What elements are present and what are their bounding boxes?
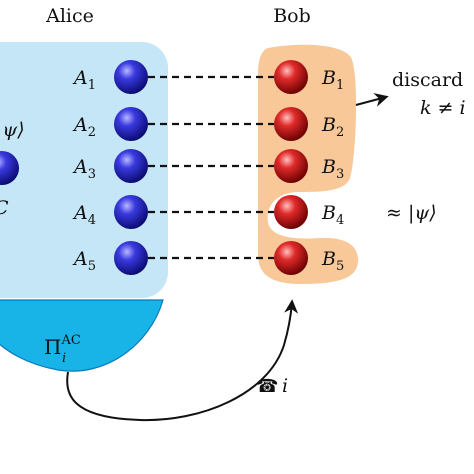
left-state-label: C	[0, 197, 9, 219]
left-sphere	[0, 151, 19, 185]
alice-region	[0, 42, 168, 298]
alice-sphere-1	[114, 60, 148, 94]
classical-communication-arrow	[66, 299, 299, 422]
bob-label-3: B3	[321, 156, 344, 182]
bob-label-4: B4	[321, 202, 344, 228]
alice-label-4: A4	[72, 202, 96, 228]
discard-label: discard	[392, 69, 463, 91]
alice-label-2: A2	[72, 114, 96, 140]
measurement-region	[0, 299, 164, 372]
entanglement-links	[148, 75, 274, 260]
discard-arrow	[355, 93, 389, 107]
alice-sphere-2	[114, 107, 148, 141]
left-state-ket: |ψ⟩	[0, 119, 25, 141]
alice-label-1: A1	[72, 67, 96, 93]
bob-label-2: B2	[321, 114, 344, 140]
alice-spheres	[114, 60, 148, 275]
alice-label-5: A5	[72, 248, 96, 274]
bob-title: Bob	[273, 5, 311, 27]
phone-icon: ☎	[256, 376, 278, 397]
phone-index: i	[282, 375, 288, 397]
bob-label-5: B5	[321, 248, 344, 274]
bob-sphere-1	[274, 60, 308, 94]
bob-sphere-5	[274, 241, 308, 275]
bob-spheres	[274, 60, 308, 275]
bob-sphere-2	[274, 107, 308, 141]
bob-region	[258, 44, 358, 284]
approx-state: ≈ |ψ⟩	[386, 202, 437, 224]
alice-sphere-3	[114, 149, 148, 183]
alice-title: Alice	[45, 5, 94, 27]
alice-sphere-5	[114, 241, 148, 275]
bob-sphere-3	[274, 149, 308, 183]
bob-label-1: B1	[321, 67, 344, 93]
bob-sphere-4	[274, 195, 308, 229]
alice-label-3: A3	[72, 156, 96, 182]
discard-condition: k ≠ i	[420, 97, 466, 119]
alice-sphere-4	[114, 195, 148, 229]
